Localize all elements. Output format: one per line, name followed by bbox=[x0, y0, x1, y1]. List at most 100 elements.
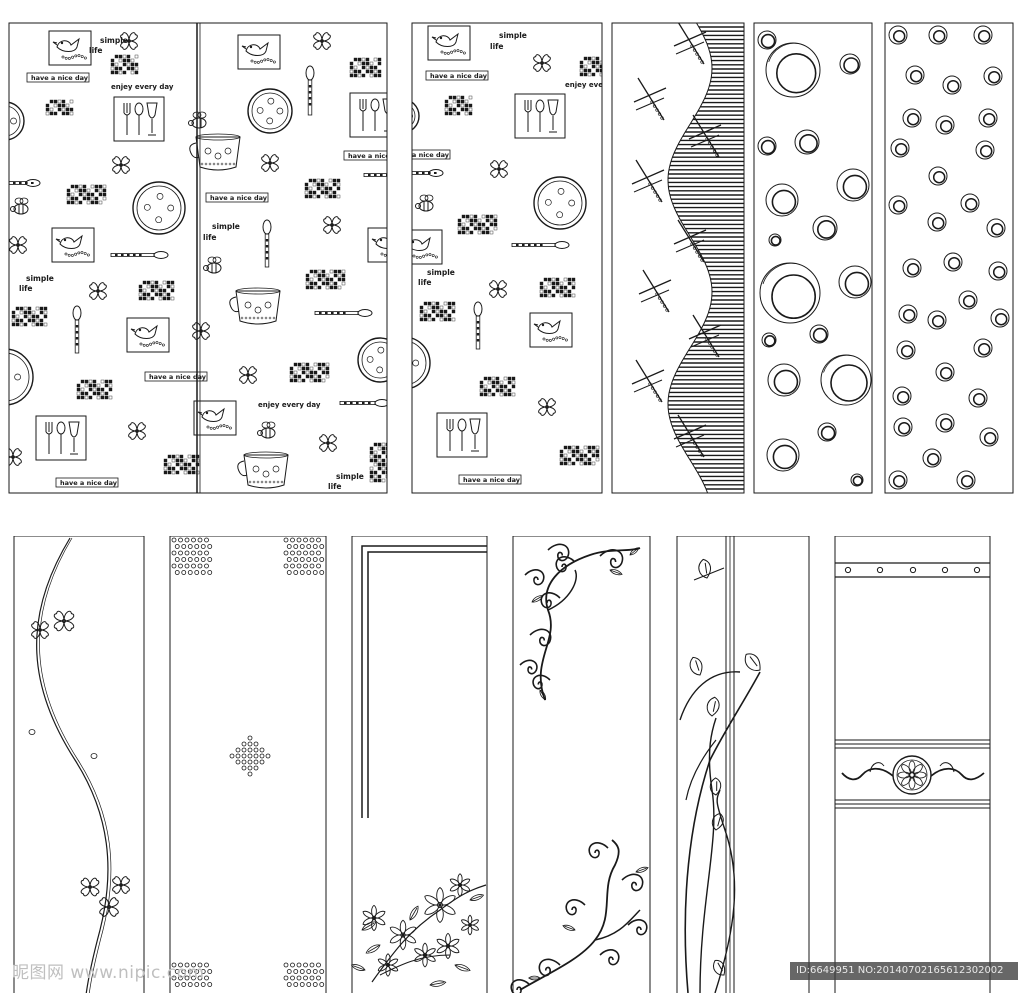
leaf-icon bbox=[539, 689, 547, 701]
panel-medallion-bands bbox=[834, 536, 991, 993]
bee-icon bbox=[10, 197, 29, 215]
bubble-ring-icon bbox=[850, 473, 864, 487]
cutlery-frame-icon bbox=[514, 93, 566, 139]
small-ring-icon bbox=[928, 166, 948, 186]
panel-wavy-flowers bbox=[13, 536, 145, 993]
small-ring-icon bbox=[890, 138, 910, 158]
motto-label: have a nice day bbox=[458, 474, 522, 485]
clover-flower-icon bbox=[120, 32, 138, 50]
pixel-grid-icon bbox=[559, 445, 600, 466]
clover-flower-icon bbox=[323, 216, 341, 234]
dot-grid-icon bbox=[283, 962, 325, 987]
plate-icon bbox=[9, 348, 34, 406]
plate-icon bbox=[357, 337, 387, 383]
pixel-grid-icon bbox=[457, 214, 498, 235]
calla-lily-icon bbox=[713, 959, 726, 976]
dragonfly-icon bbox=[673, 23, 707, 65]
motto-label: have a nice day bbox=[26, 72, 90, 83]
cup-icon bbox=[237, 451, 289, 489]
bubble-ring-icon bbox=[794, 129, 820, 155]
dragonfly-icon bbox=[688, 314, 722, 358]
svg-text:have a nice day: have a nice day bbox=[149, 373, 207, 381]
dot-grid-icon bbox=[283, 537, 325, 575]
clover-flower-icon bbox=[533, 54, 551, 72]
bird-frame-icon bbox=[51, 227, 95, 263]
bubble-ring-icon bbox=[839, 53, 861, 75]
dragonfly-icon bbox=[688, 114, 722, 158]
pixel-grid-icon bbox=[66, 184, 107, 205]
bubble-ring-icon bbox=[817, 422, 837, 442]
dot-diamond-icon bbox=[229, 735, 271, 777]
calla-lily-icon bbox=[689, 656, 703, 676]
pixel-grid-icon bbox=[349, 57, 382, 78]
scroll-vine-icon bbox=[510, 979, 531, 993]
bubble-ring-icon bbox=[765, 42, 821, 98]
spoon-icon bbox=[473, 301, 483, 350]
motto-label: have a nice day bbox=[425, 70, 489, 81]
bird-frame-icon bbox=[126, 317, 170, 353]
pixel-grid-icon bbox=[579, 56, 602, 77]
bird-frame-icon bbox=[529, 312, 573, 348]
small-ring-icon bbox=[973, 25, 993, 45]
svg-text:life: life bbox=[19, 284, 33, 293]
spoon-flat-icon bbox=[314, 309, 373, 317]
svg-text:life: life bbox=[490, 42, 504, 51]
scroll-vine-icon bbox=[524, 569, 545, 586]
bee-icon bbox=[188, 111, 207, 129]
svg-text:life: life bbox=[89, 46, 103, 55]
svg-text:enjey every day: enjey every day bbox=[111, 83, 174, 91]
plate-icon bbox=[412, 101, 420, 131]
scroll-vine-icon bbox=[540, 592, 561, 609]
small-ring-icon bbox=[928, 25, 948, 45]
leaf-icon bbox=[361, 921, 377, 931]
small-ring-icon bbox=[888, 470, 908, 490]
clover-flower-icon bbox=[313, 32, 331, 50]
plate-icon bbox=[132, 181, 186, 235]
pixel-grid-icon bbox=[76, 379, 113, 400]
pixel-grid-icon bbox=[304, 178, 341, 199]
small-ring-icon bbox=[983, 66, 1003, 86]
dragonfly-icon bbox=[638, 269, 672, 313]
svg-text:have a nice day: have a nice day bbox=[463, 476, 521, 484]
bird-frame-icon bbox=[412, 229, 443, 265]
svg-text:enjey every day: enjey every day bbox=[565, 81, 628, 89]
lily-flower-icon bbox=[377, 953, 399, 977]
leaf-icon bbox=[531, 595, 544, 603]
svg-text:simple: simple bbox=[336, 472, 364, 481]
panel-dot-grids bbox=[169, 536, 327, 993]
scroll-vine-icon bbox=[565, 899, 586, 916]
clover-flower-icon bbox=[89, 282, 107, 300]
motto-label: have a nice day bbox=[55, 477, 119, 488]
bubble-ring-icon bbox=[812, 215, 838, 241]
bird-frame-icon bbox=[48, 30, 92, 66]
bubble-ring-icon bbox=[836, 168, 870, 202]
pixel-grid-icon bbox=[11, 306, 48, 327]
leaf-icon bbox=[469, 894, 485, 901]
clover-flower-icon bbox=[80, 877, 100, 897]
leaf-icon bbox=[609, 569, 623, 576]
calla-lily-icon bbox=[706, 696, 720, 717]
watermark-id: ID:6649951 NO:20140702165612302002 bbox=[790, 962, 1018, 980]
svg-text:simple: simple bbox=[26, 274, 54, 283]
cup-icon bbox=[229, 287, 281, 325]
bee-icon bbox=[203, 256, 222, 274]
scroll-vine-icon bbox=[588, 842, 609, 859]
small-ring-icon bbox=[935, 413, 955, 433]
svg-text:have a nice day: have a nice day bbox=[60, 479, 118, 487]
spoon-flat-icon bbox=[110, 251, 169, 259]
small-ring-icon bbox=[979, 427, 999, 447]
lily-flower-icon bbox=[362, 904, 386, 932]
plate-icon bbox=[247, 88, 293, 134]
bird-frame-icon bbox=[237, 34, 281, 70]
dot-grid-icon bbox=[171, 537, 213, 575]
plate-icon bbox=[533, 176, 587, 230]
pixel-grid-icon bbox=[138, 280, 175, 301]
bird-frame-icon bbox=[193, 400, 237, 436]
dragonfly-icon bbox=[631, 359, 665, 403]
panel-scroll-vines bbox=[510, 536, 651, 993]
small-ring-icon bbox=[973, 338, 993, 358]
